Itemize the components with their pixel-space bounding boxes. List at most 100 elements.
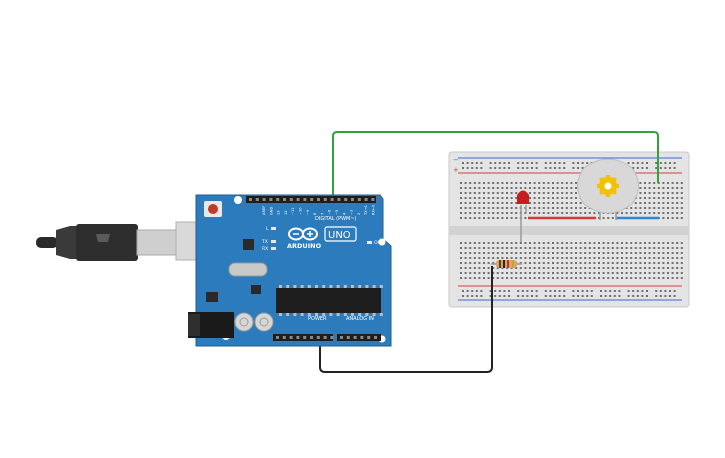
breadboard-hole [529, 197, 531, 199]
breadboard-hole [561, 272, 564, 274]
breadboard-hole [625, 262, 628, 264]
breadboard-hole [483, 212, 485, 214]
capacitor [234, 312, 254, 332]
breadboard-hole [556, 252, 559, 254]
breadboard-hole [478, 272, 481, 274]
breadboard-hole [598, 262, 600, 264]
breadboard-hole [538, 187, 541, 189]
resistor-body [496, 260, 517, 268]
breadboard-hole [508, 295, 510, 297]
breadboard-hole [588, 252, 591, 254]
breadboard-hole [508, 162, 510, 164]
breadboard-hole [671, 187, 674, 189]
breadboard-hole [611, 217, 614, 219]
breadboard-hole [579, 267, 582, 269]
signal-wire-green[interactable] [332, 131, 659, 197]
breadboard-hole [471, 167, 474, 169]
breadboard-hole [616, 247, 619, 249]
breadboard-hole [598, 267, 600, 269]
breadboard-hole [639, 202, 642, 204]
breadboard-hole [676, 272, 679, 274]
breadboard-hole [657, 207, 660, 209]
breadboard-hole [634, 257, 637, 259]
header-pin [255, 198, 259, 201]
digital-pin-label: TX→1 [364, 205, 368, 216]
breadboard-hole [673, 162, 676, 164]
breadboard-hole [648, 257, 651, 259]
breadboard-hole [607, 277, 610, 279]
breadboard-hole [483, 247, 485, 249]
breadboard-hole [515, 272, 518, 274]
digital-pin-label: 2 [357, 213, 361, 215]
dc-motor-component[interactable] [577, 158, 639, 220]
breadboard-hole [492, 207, 495, 209]
breadboard-hole [657, 192, 660, 194]
smd-chip [206, 292, 218, 302]
breadboard-hole [487, 277, 490, 279]
breadboard-hole [565, 202, 568, 204]
resistor-band [507, 260, 509, 268]
bottom-header-pins[interactable] [276, 336, 377, 339]
led-component[interactable] [517, 190, 529, 243]
breadboard-hole [506, 277, 508, 279]
breadboard-hole [515, 242, 518, 244]
arduino-uno-board[interactable]: L TX RX ON ARDUINO UNO DIGITAL (PWM~) AR… [188, 194, 392, 347]
breadboard-hole [602, 272, 605, 274]
breadboard-hole [547, 252, 550, 254]
breadboard-hole [464, 277, 467, 279]
breadboard-hole [544, 162, 547, 164]
digital-header-pins[interactable] [249, 198, 375, 201]
breadboard-hole [521, 162, 524, 164]
breadboard-hole [501, 202, 504, 204]
reset-button[interactable] [208, 204, 218, 214]
ground-wire-black[interactable] [319, 266, 493, 373]
breadboard-hole [496, 192, 499, 194]
breadboard-hole [501, 252, 504, 254]
breadboard-hole [570, 272, 573, 274]
breadboard-hole [662, 207, 665, 209]
breadboard-hole [538, 242, 541, 244]
usb-strain-relief [56, 226, 78, 259]
breadboard-hole [644, 212, 646, 214]
breadboard-hole [586, 295, 589, 297]
breadboard-hole [469, 242, 472, 244]
breadboard[interactable]: + − [448, 151, 690, 308]
breadboard-hole [639, 182, 642, 184]
breadboard-hole [542, 252, 545, 254]
breadboard-hole [483, 207, 485, 209]
resistor-component[interactable] [491, 260, 522, 268]
chip-pin [293, 285, 297, 288]
breadboard-hole [496, 197, 499, 199]
breadboard-hole [598, 252, 600, 254]
breadboard-hole [549, 162, 552, 164]
breadboard-hole [487, 207, 490, 209]
breadboard-hole [478, 217, 481, 219]
breadboard-hole [535, 290, 538, 292]
breadboard-hole [508, 167, 510, 169]
breadboard-hole [667, 197, 669, 199]
breadboard-hole [478, 192, 481, 194]
rail-minus-label: − [453, 156, 459, 164]
breadboard-hole [487, 202, 490, 204]
breadboard-hole [515, 247, 518, 249]
breadboard-hole [616, 277, 619, 279]
breadboard-hole [533, 197, 536, 199]
breadboard-hole [524, 252, 527, 254]
breadboard-hole [510, 187, 513, 189]
breadboard-hole [469, 187, 472, 189]
breadboard-hole [659, 295, 662, 297]
breadboard-hole [547, 267, 550, 269]
breadboard-hole [515, 182, 518, 184]
usb-cable[interactable] [36, 221, 207, 261]
breadboard-hole [469, 197, 472, 199]
breadboard-hole [570, 182, 573, 184]
breadboard-hole [492, 257, 495, 259]
breadboard-hole [630, 212, 633, 214]
breadboard-hole [655, 290, 658, 292]
breadboard-hole [519, 277, 522, 279]
breadboard-hole [510, 277, 513, 279]
breadboard-hole [524, 182, 527, 184]
breadboard-hole [570, 192, 573, 194]
breadboard-hole [517, 167, 520, 169]
